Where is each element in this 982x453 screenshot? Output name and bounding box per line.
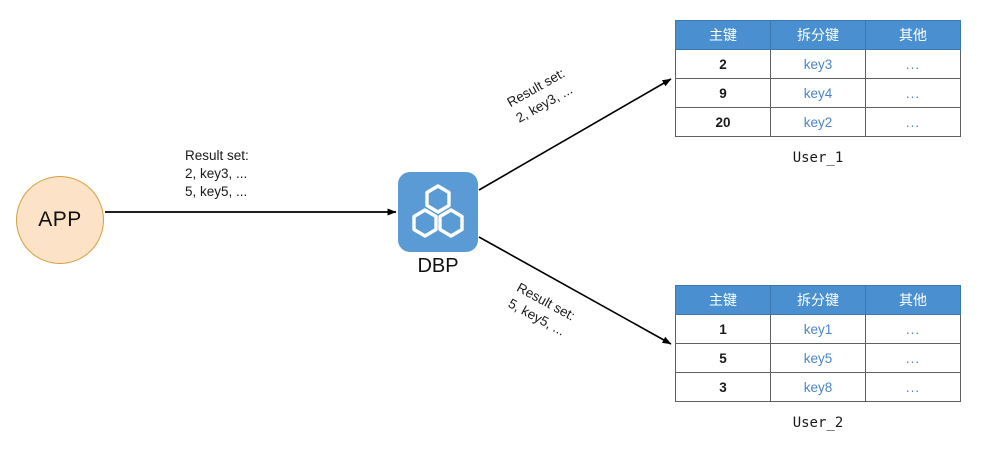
table-cell: key3 bbox=[770, 49, 866, 79]
column-header-2: 拆分键 bbox=[770, 20, 866, 50]
table-cell: ... bbox=[865, 78, 961, 108]
table-cell: ... bbox=[865, 107, 961, 137]
table-cell: ... bbox=[865, 49, 961, 79]
table-cell: 1 bbox=[675, 314, 771, 344]
table-cell: key1 bbox=[770, 314, 866, 344]
table-cell: key4 bbox=[770, 78, 866, 108]
table-cell: 20 bbox=[675, 107, 771, 137]
table-header-row: 主键拆分键其他 bbox=[675, 20, 961, 50]
table-cell: key8 bbox=[770, 372, 866, 402]
app-node-label: APP bbox=[38, 208, 82, 231]
table-cell: ... bbox=[865, 372, 961, 402]
column-header-2: 拆分键 bbox=[770, 285, 866, 315]
arrow-dbp-to-user1 bbox=[478, 78, 672, 191]
table-cell: 3 bbox=[675, 372, 771, 402]
table-cell: 2 bbox=[675, 49, 771, 79]
arrow-dbp-to-user2 bbox=[478, 236, 672, 345]
dbp-node-label: DBP bbox=[417, 255, 459, 277]
column-header-3: 其他 bbox=[865, 20, 961, 50]
table-cell: 5 bbox=[675, 343, 771, 373]
table-user1-caption: User_1 bbox=[792, 150, 844, 166]
app-node[interactable]: APP bbox=[16, 176, 104, 264]
table-cell: key2 bbox=[770, 107, 866, 137]
table-cell: 9 bbox=[675, 78, 771, 108]
three-hexagons-icon bbox=[412, 184, 464, 238]
table-cell: ... bbox=[865, 314, 961, 344]
dbp-node[interactable] bbox=[398, 172, 478, 252]
table-cell: key5 bbox=[770, 343, 866, 373]
column-header-1: 主键 bbox=[675, 20, 771, 50]
table-user2-caption: User_2 bbox=[792, 415, 844, 431]
column-header-3: 其他 bbox=[865, 285, 961, 315]
table-header-row: 主键拆分键其他 bbox=[675, 285, 961, 315]
table-cell: ... bbox=[865, 343, 961, 373]
note-app-to-dbp: Result set: 2, key3, ... 5, key5, ... bbox=[185, 148, 249, 199]
column-header-1: 主键 bbox=[675, 285, 771, 315]
